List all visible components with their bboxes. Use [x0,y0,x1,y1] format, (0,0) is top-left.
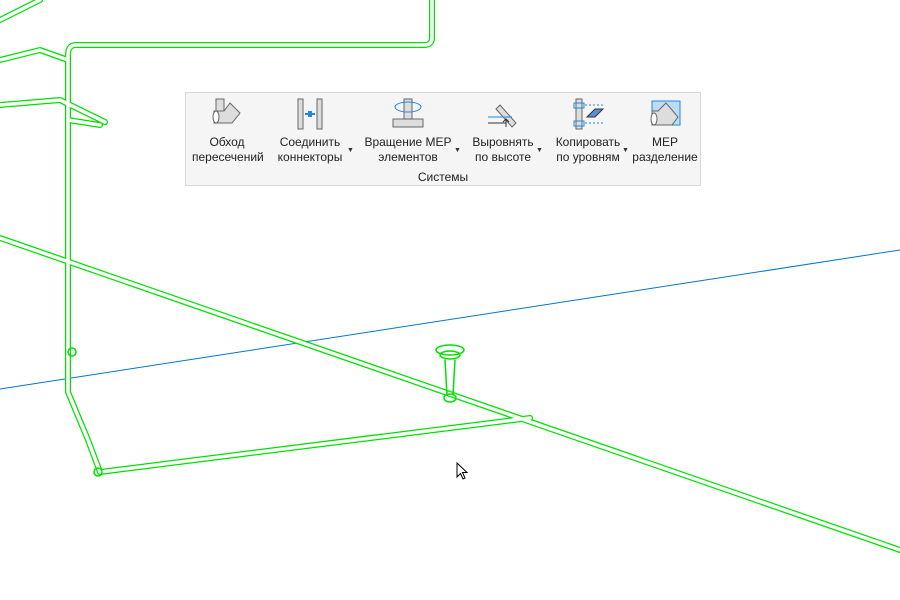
mep-split-button[interactable]: MEP разделение [631,97,699,165]
mouse-cursor-icon [456,462,469,480]
connect-connectors-button[interactable]: Соединить коннекторы [274,97,346,165]
rotate-mep-button[interactable]: Вращение MEP элементов [363,97,453,165]
tool-label: по высоте [474,150,532,164]
dropdown-arrow-icon[interactable]: ▼ [347,147,354,154]
tool-label: Соединить [279,135,341,149]
panel-title: Системы [417,170,469,184]
tool-label: MEP [651,135,678,149]
tool-label: Копировать [555,135,621,149]
mep-split-icon [650,100,681,126]
tool-label: Обход [209,135,245,149]
align-height-icon [488,104,517,128]
pipe-bypass-button[interactable]: Обход пересечений [192,97,264,165]
tool-label: элементов [378,150,438,164]
grid-line [0,249,900,390]
dropdown-arrow-icon[interactable]: ▼ [622,147,629,154]
tool-label: пересечений [192,150,264,164]
pipe-network [0,0,900,553]
copy-levels-icon [573,98,605,130]
tool-label: по уровням [556,150,620,164]
tool-label: коннекторы [277,150,343,164]
ribbon-panel-systems: Обход пересечений Соединить коннекторы ▼… [185,92,701,186]
tool-label: Вращение MEP [364,135,452,149]
pipe-bypass-icon [212,98,241,124]
dropdown-arrow-icon[interactable]: ▼ [536,147,543,154]
connect-connectors-icon [297,98,323,130]
copy-levels-button[interactable]: Копировать по уровням [549,97,627,165]
align-height-button[interactable]: Выровнять по высоте [467,97,539,165]
tool-label: разделение [632,150,698,164]
rotate-mep-icon [392,98,424,128]
tool-label: Выровнять [472,135,534,149]
dropdown-arrow-icon[interactable]: ▼ [454,147,461,154]
